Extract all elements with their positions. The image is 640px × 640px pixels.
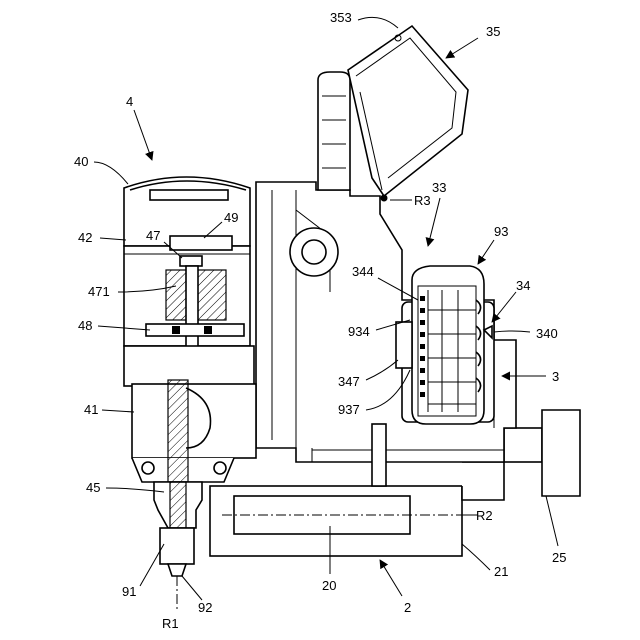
battery-assembly [396, 266, 494, 424]
connector-937 [396, 322, 412, 368]
gear-case-top [124, 346, 254, 386]
label-20: 20 [322, 578, 336, 593]
label-340: 340 [536, 326, 558, 341]
side-flange [504, 428, 542, 462]
label-49: 49 [224, 210, 238, 225]
label-47: 47 [146, 228, 160, 243]
label-34: 34 [516, 278, 530, 293]
pivot-hole [302, 240, 326, 264]
leader-25 [546, 496, 558, 546]
label-3: 3 [552, 369, 559, 384]
label-33: 33 [432, 180, 446, 195]
label-42: 42 [78, 230, 92, 245]
terminal-strip [420, 296, 425, 397]
label-40: 40 [74, 154, 88, 169]
guide-post [372, 424, 386, 486]
label-2: 2 [404, 600, 411, 615]
chuck-thread [170, 482, 186, 528]
leader-353 [358, 17, 398, 28]
leader-42 [100, 238, 126, 240]
label-41: 41 [84, 402, 98, 417]
bearing-right [214, 462, 226, 474]
leader-93 [478, 240, 494, 264]
label-93: 93 [494, 224, 508, 239]
leader-35 [446, 38, 478, 58]
label-r1: R1 [162, 616, 179, 631]
leader-40 [94, 162, 128, 184]
label-91: 91 [122, 584, 136, 599]
cap-slot [150, 190, 228, 200]
board-49 [170, 236, 232, 250]
leader-41 [102, 410, 134, 412]
spindle-shaft [168, 380, 188, 482]
fan-48 [146, 324, 244, 336]
lid-body [348, 26, 468, 196]
label-25: 25 [552, 550, 566, 565]
motor-top-47 [180, 256, 202, 266]
leader-34 [492, 292, 516, 322]
label-r3: R3 [414, 193, 431, 208]
leader-340 [494, 331, 530, 332]
leader-21 [462, 544, 490, 570]
label-934: 934 [348, 324, 370, 339]
label-r2: R2 [476, 508, 493, 523]
label-347: 347 [338, 374, 360, 389]
knob-25 [542, 410, 580, 496]
leader-2 [380, 560, 402, 596]
label-4: 4 [126, 94, 133, 109]
label-92: 92 [198, 600, 212, 615]
label-48: 48 [78, 318, 92, 333]
label-21: 21 [494, 564, 508, 579]
handle-grip [318, 72, 350, 190]
label-353: 353 [330, 10, 352, 25]
label-344: 344 [352, 264, 374, 279]
leader-92 [182, 576, 202, 600]
housing-foot [462, 462, 504, 500]
label-35: 35 [486, 24, 500, 39]
tool-holder-91 [160, 528, 194, 564]
lid-35 [348, 26, 468, 202]
bit-92 [168, 564, 186, 576]
label-937: 937 [338, 402, 360, 417]
label-45: 45 [86, 480, 100, 495]
leader-4 [134, 110, 152, 160]
base-unit [210, 486, 478, 556]
bearing-left [142, 462, 154, 474]
leader-91 [140, 544, 164, 586]
hinge-r3 [381, 195, 388, 202]
label-471: 471 [88, 284, 110, 299]
